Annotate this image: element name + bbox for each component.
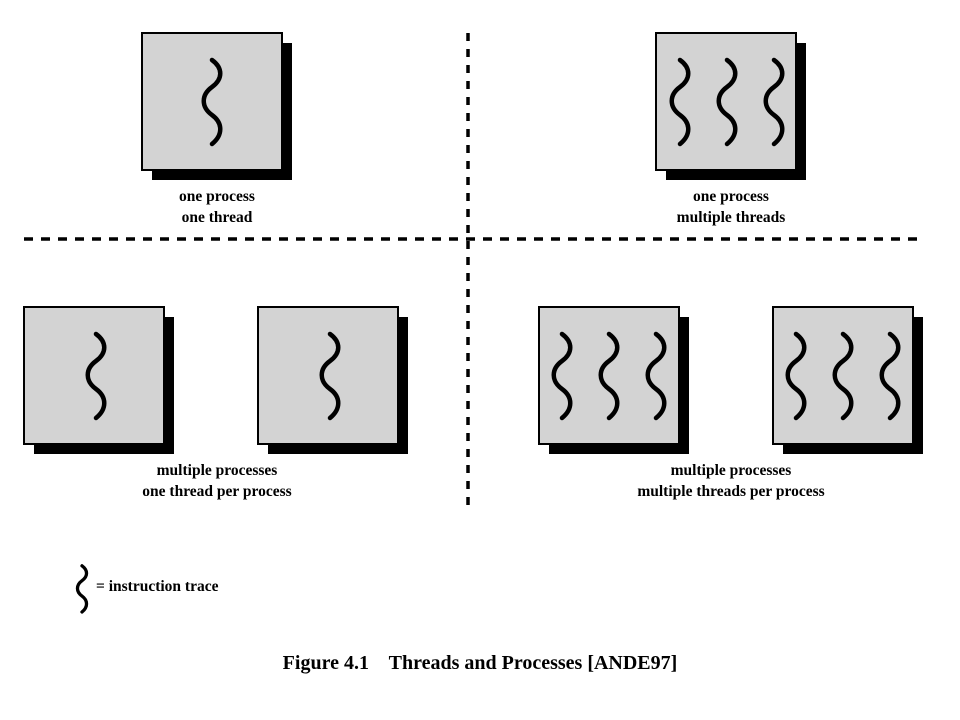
label-line: one thread per process bbox=[142, 483, 292, 500]
label-line: one process bbox=[693, 188, 769, 205]
process-box bbox=[538, 306, 689, 454]
label-line: one process bbox=[179, 188, 255, 205]
process-box bbox=[257, 306, 408, 454]
label-line: multiple processes bbox=[156, 462, 278, 479]
quadrant-label-tr: one process multiple threads bbox=[621, 186, 841, 228]
process-box bbox=[655, 32, 806, 180]
label-line: multiple threads bbox=[676, 209, 786, 226]
process-box bbox=[141, 32, 292, 180]
quadrant-label-bl: multiple processes one thread per proces… bbox=[92, 460, 342, 502]
label-line: multiple processes bbox=[670, 462, 792, 479]
legend-label: = instruction trace bbox=[96, 578, 219, 595]
process-box bbox=[23, 306, 174, 454]
process-box bbox=[772, 306, 923, 454]
quadrant-label-tl: one process one thread bbox=[117, 186, 317, 228]
quadrant-label-br: multiple processes multiple threads per … bbox=[591, 460, 871, 502]
wavy-thread-icon bbox=[75, 564, 89, 614]
label-line: one thread bbox=[181, 209, 253, 226]
figure-caption: Figure 4.1 Threads and Processes [ANDE97… bbox=[282, 652, 678, 674]
label-line: multiple threads per process bbox=[637, 483, 825, 500]
